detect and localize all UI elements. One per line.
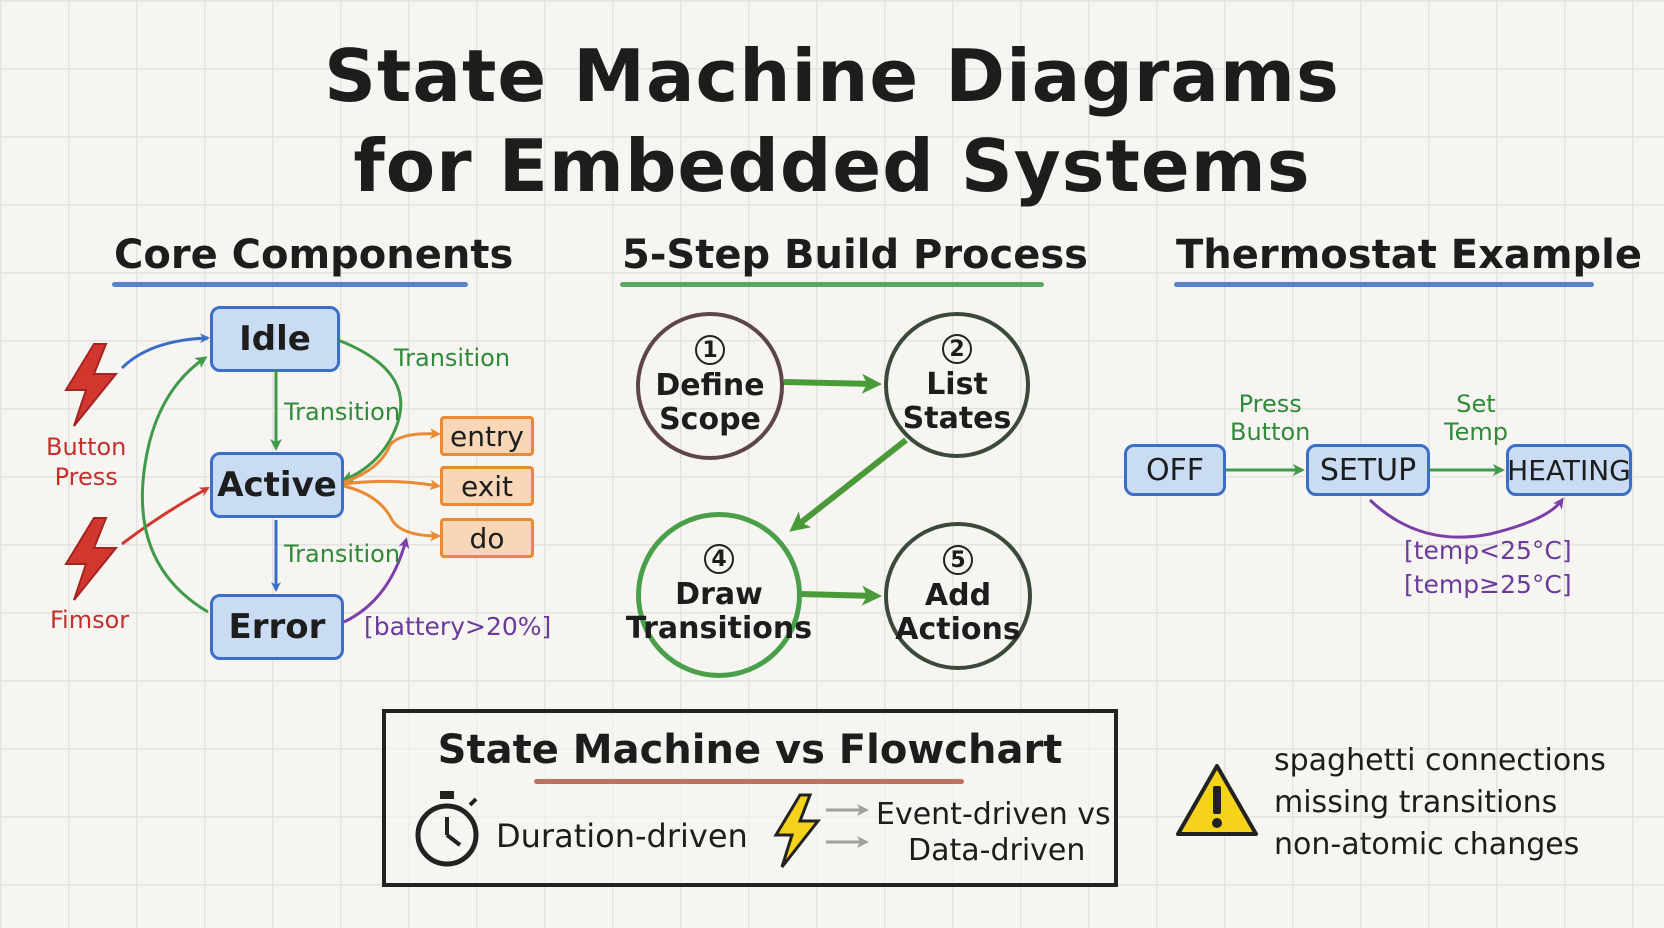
title-line-2: for Embedded Systems — [353, 124, 1311, 208]
warning-icon — [1174, 762, 1260, 844]
title-line-1: State Machine Diagrams — [324, 34, 1340, 118]
action-exit: exit — [440, 466, 534, 506]
guard-battery: [battery>20%] — [364, 612, 552, 641]
thermo-event-press-button: Press Button — [1230, 390, 1311, 446]
state-active: Active — [210, 452, 344, 518]
transition-label-idle-loop: Transition — [394, 344, 511, 372]
thermostat-heading: Thermostat Example — [1176, 232, 1643, 278]
transition-label-active-error: Transition — [284, 540, 401, 568]
step-4-text: Draw Transitions — [625, 576, 813, 646]
step-1-text: Define Scope — [655, 367, 765, 437]
thermo-state-heating: HEATING — [1506, 444, 1632, 496]
event-sensor: Fimsor — [50, 606, 130, 634]
state-error: Error — [210, 594, 344, 660]
comparison-panel: State Machine vs Flowchart Duration-driv… — [382, 709, 1118, 887]
lightning-icon — [60, 516, 122, 606]
step-5-number: 5 — [943, 544, 973, 575]
pitfall-item: missing transitions — [1274, 785, 1558, 820]
core-heading: Core Components — [114, 232, 514, 278]
step-2-number: 2 — [942, 333, 972, 364]
action-do: do — [440, 518, 534, 558]
process-heading-underline — [620, 282, 1044, 287]
step-2-circle: 2 List States — [884, 312, 1030, 458]
core-connectors — [120, 333, 441, 624]
step-5-circle: 5 Add Actions — [884, 522, 1032, 670]
action-entry: entry — [440, 416, 534, 456]
thermostat-heading-underline — [1174, 282, 1594, 287]
pitfall-list: spaghetti connections missing transition… — [1274, 740, 1606, 866]
process-heading: 5-Step Build Process — [622, 232, 1088, 278]
compare-left-label: Duration-driven — [496, 817, 748, 855]
step-4-number: 4 — [704, 543, 734, 574]
thermo-guard-above: [temp≥25°C] — [1404, 570, 1572, 599]
comparison-title: State Machine vs Flowchart — [437, 727, 1063, 773]
pitfall-item: spaghetti connections — [1274, 743, 1606, 778]
thermo-state-setup: SETUP — [1306, 444, 1430, 496]
lightning-icon — [772, 793, 822, 873]
compare-right-label-line-1: Event-driven vs — [876, 797, 1111, 832]
event-button-press: Button Press — [46, 433, 127, 491]
thermostat-connectors — [1226, 464, 1564, 539]
state-idle: Idle — [210, 306, 340, 372]
step-1-number: 1 — [695, 334, 725, 365]
step-1-circle: 1 Define Scope — [636, 312, 784, 460]
thermo-event-set-temp: Set Temp — [1444, 390, 1508, 446]
step-5-text: Add Actions — [895, 577, 1021, 647]
thermo-state-off: OFF — [1124, 444, 1226, 496]
lightning-icon — [60, 342, 122, 432]
transition-label-idle-active: Transition — [284, 398, 401, 426]
step-4-circle: 4 Draw Transitions — [626, 512, 812, 678]
pitfall-item: non-atomic changes — [1274, 827, 1580, 862]
core-heading-underline — [112, 282, 468, 287]
process-connectors — [783, 373, 908, 606]
compare-right-label-line-2: Data-driven — [908, 833, 1086, 868]
thermo-guard-below: [temp<25°C] — [1404, 536, 1572, 565]
comparison-title-underline — [534, 779, 964, 784]
stopwatch-icon — [412, 789, 482, 873]
step-2-text: List States — [902, 366, 1012, 436]
